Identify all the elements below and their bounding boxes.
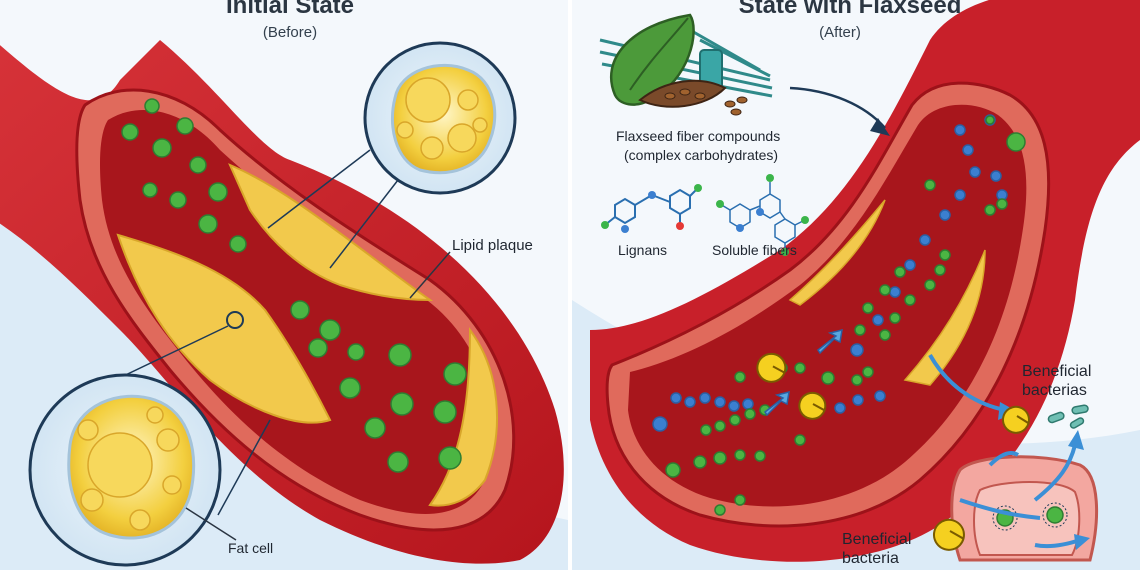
- lumen-bacteria: [756, 352, 827, 420]
- lignan-atoms: [601, 184, 702, 233]
- left-panel-subtitle: (Before): [262, 24, 318, 41]
- flaxseed-compounds-sublabel: (complex carbohydrates): [624, 147, 779, 163]
- fat-cell-zoom-top: [267, 41, 517, 269]
- lipid-plaque-pointer: [409, 251, 451, 299]
- beneficial-bacterias-label: Beneficial bacterias: [1022, 362, 1091, 400]
- left-plaque-right: [428, 326, 498, 507]
- gut-arrows: [928, 354, 1081, 549]
- fat-cell-label: Fat cell: [228, 540, 274, 556]
- fiber-chains: [652, 114, 1026, 516]
- left-plaque-top: [228, 163, 434, 302]
- left-plaque-bottom: [116, 233, 332, 424]
- gut-illustration: [950, 455, 1098, 562]
- beneficial-bacteria-icons: [932, 405, 1030, 551]
- lignans-label: Lignans: [618, 242, 668, 258]
- fat-cell-zoom-bottom: [28, 325, 271, 567]
- left-zoom-marker-1: [226, 311, 244, 329]
- right-plaque-remnant-top: [788, 199, 886, 306]
- beneficial-bacteria-label: Beneficial bacteria: [842, 530, 911, 568]
- flaxseed-arrowhead: [870, 118, 890, 136]
- fat-cell-pointer: [185, 507, 237, 541]
- rod-bacteria: [1047, 404, 1089, 429]
- beneficial-bacteria-line1: Beneficial: [842, 531, 912, 548]
- lipid-plaque-label: Lipid plaque: [452, 237, 533, 254]
- right-artery-lumen: [628, 104, 1027, 507]
- lumen-arrows: [763, 328, 843, 417]
- flaxseed-compounds-label: Flaxseed fiber compounds: [616, 128, 781, 144]
- panel-divider: [568, 0, 572, 570]
- right-panel-title: State with Flaxseed: [738, 0, 962, 19]
- left-green-particles: [121, 98, 467, 473]
- right-panel-subtitle: (After): [819, 24, 861, 41]
- flaxseed-illustration: [599, 13, 773, 116]
- left-artery: [0, 40, 564, 564]
- left-panel-title: Initial State: [225, 0, 355, 19]
- soluble-fiber-atoms: [716, 174, 809, 256]
- soluble-fibers-label: Soluble fibers: [712, 242, 797, 258]
- beneficial-bacteria-line2: bacteria: [842, 550, 899, 567]
- soluble-fiber-molecule: [719, 182, 806, 250]
- beneficial-bacterias-line1: Beneficial: [1022, 363, 1092, 380]
- right-plaque-remnant-bottom: [903, 249, 986, 386]
- beneficial-bacterias-line2: bacterias: [1022, 382, 1087, 399]
